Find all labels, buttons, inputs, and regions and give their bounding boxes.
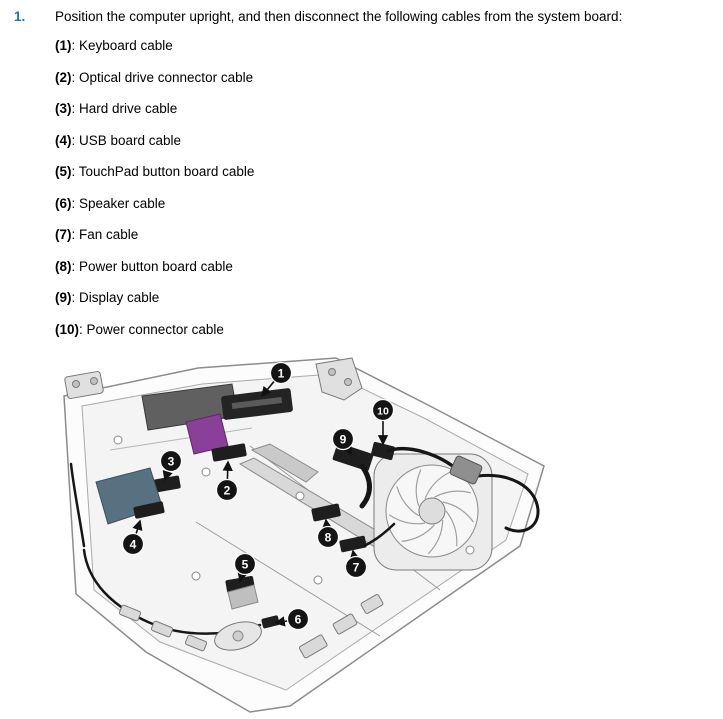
callout-number: 7	[353, 560, 360, 574]
fan-art	[373, 453, 493, 571]
callout-leader-line	[237, 571, 248, 583]
diagram-callout-6: 6	[274, 608, 310, 631]
callout-circle	[331, 428, 355, 451]
callout-number: 2	[224, 483, 231, 497]
cable-description: : Optical drive connector cable	[71, 69, 254, 85]
diagram-callout-1: 1	[261, 362, 293, 398]
step-instruction: Position the computer upright, and then …	[55, 9, 623, 24]
cable-callout-ref: (10)	[55, 321, 80, 337]
diagram-callout-4: 4	[121, 519, 145, 556]
cable-callout-ref: (6)	[55, 195, 72, 211]
step-row: 1. Position the computer upright, and th…	[14, 9, 709, 25]
cable-description: : Fan cable	[71, 227, 139, 243]
callout-leader-line	[274, 616, 288, 627]
diagram-callout-3: 3	[159, 450, 183, 482]
speaker-art	[214, 621, 262, 651]
system-board-diagram: 1 2 3 4 5 6 7 8 9 10	[63, 357, 545, 713]
cable-list-item-8: (8): Power button board cable	[55, 258, 709, 274]
diagram-callout-10: 10	[371, 399, 395, 446]
cable-description: : Hard drive cable	[71, 101, 178, 117]
callout-leader-line	[342, 443, 352, 456]
diagram-callout-7: 7	[344, 549, 368, 579]
cable-description: : TouchPad button board cable	[71, 164, 255, 180]
cable-list-item-3: (3): Hard drive cable	[55, 102, 709, 116]
cable-description: : Keyboard cable	[71, 38, 173, 54]
cable-description: : Power button board cable	[71, 258, 233, 274]
diagram-callout-8: 8	[316, 518, 340, 549]
callout-circle	[286, 608, 310, 631]
cable-callout-ref: (1)	[55, 38, 72, 54]
cable-description: : Display cable	[71, 290, 160, 306]
cable-list-item-6: (6): Speaker cable	[55, 195, 709, 211]
callout-number: 5	[242, 557, 249, 571]
edge-ports-art	[118, 594, 384, 659]
cable-list-item-4: (4): USB board cable	[55, 132, 709, 148]
callout-leader-line	[222, 460, 233, 480]
callout-layer: 1 2 3 4 5 6 7 8 9 10	[121, 362, 395, 631]
cable-callout-ref: (2)	[55, 69, 72, 85]
callout-number: 4	[130, 537, 137, 551]
callout-circle	[121, 533, 145, 556]
cable-list-item-5: (5): TouchPad button board cable	[55, 165, 709, 179]
cable-list-item-1: (1): Keyboard cable	[55, 39, 709, 53]
cable-description: : Speaker cable	[71, 195, 166, 211]
callout-circle	[215, 479, 239, 502]
callout-number: 9	[340, 432, 347, 446]
cable-callout-ref: (3)	[55, 101, 72, 117]
callout-circle	[233, 553, 257, 576]
purple-ribbon-cable-art	[185, 413, 229, 455]
step-number: 1.	[14, 9, 26, 24]
callout-number: 10	[377, 405, 389, 417]
callout-leader-line	[321, 518, 333, 530]
callout-circle	[316, 526, 340, 549]
callout-leader-line	[261, 380, 275, 398]
screw-holes-art	[113, 435, 475, 585]
callout-number: 1	[278, 366, 285, 380]
diagram-callout-5: 5	[233, 553, 257, 583]
callout-circle	[344, 556, 368, 579]
callout-leader-line	[349, 549, 360, 561]
cable-callout-ref: (4)	[55, 132, 72, 148]
callout-number: 3	[168, 454, 175, 468]
cable-list-item-10: (10): Power connector cable	[55, 321, 709, 337]
cable-list: (1): Keyboard cable (2): Optical drive co…	[55, 39, 709, 336]
hinge-brackets-art	[64, 357, 363, 401]
callout-circle	[269, 362, 293, 385]
cable-callout-ref: (7)	[55, 227, 72, 243]
callout-circle	[371, 399, 395, 422]
callout-leader-line	[132, 519, 143, 535]
figure-system-board-cables: 1 2 3 4 5 6 7 8 9 10	[0, 354, 723, 718]
dc-jack-art	[449, 455, 483, 485]
cable-callout-ref: (8)	[55, 258, 72, 274]
cable-callout-ref: (9)	[55, 290, 72, 306]
cable-description: : USB board cable	[71, 132, 182, 148]
cable-list-item-2: (2): Optical drive connector cable	[55, 69, 709, 85]
callout-number: 8	[325, 530, 332, 544]
diagram-callout-9: 9	[331, 428, 355, 456]
diagram-callout-2: 2	[215, 460, 239, 502]
cable-list-item-9: (9): Display cable	[55, 291, 709, 305]
callout-number: 6	[295, 612, 302, 626]
callout-circle	[159, 450, 183, 473]
cable-callout-ref: (5)	[55, 164, 72, 180]
cable-list-item-7: (7): Fan cable	[55, 228, 709, 242]
callout-leader-line	[162, 470, 173, 482]
cable-description: : Power connector cable	[79, 321, 224, 337]
